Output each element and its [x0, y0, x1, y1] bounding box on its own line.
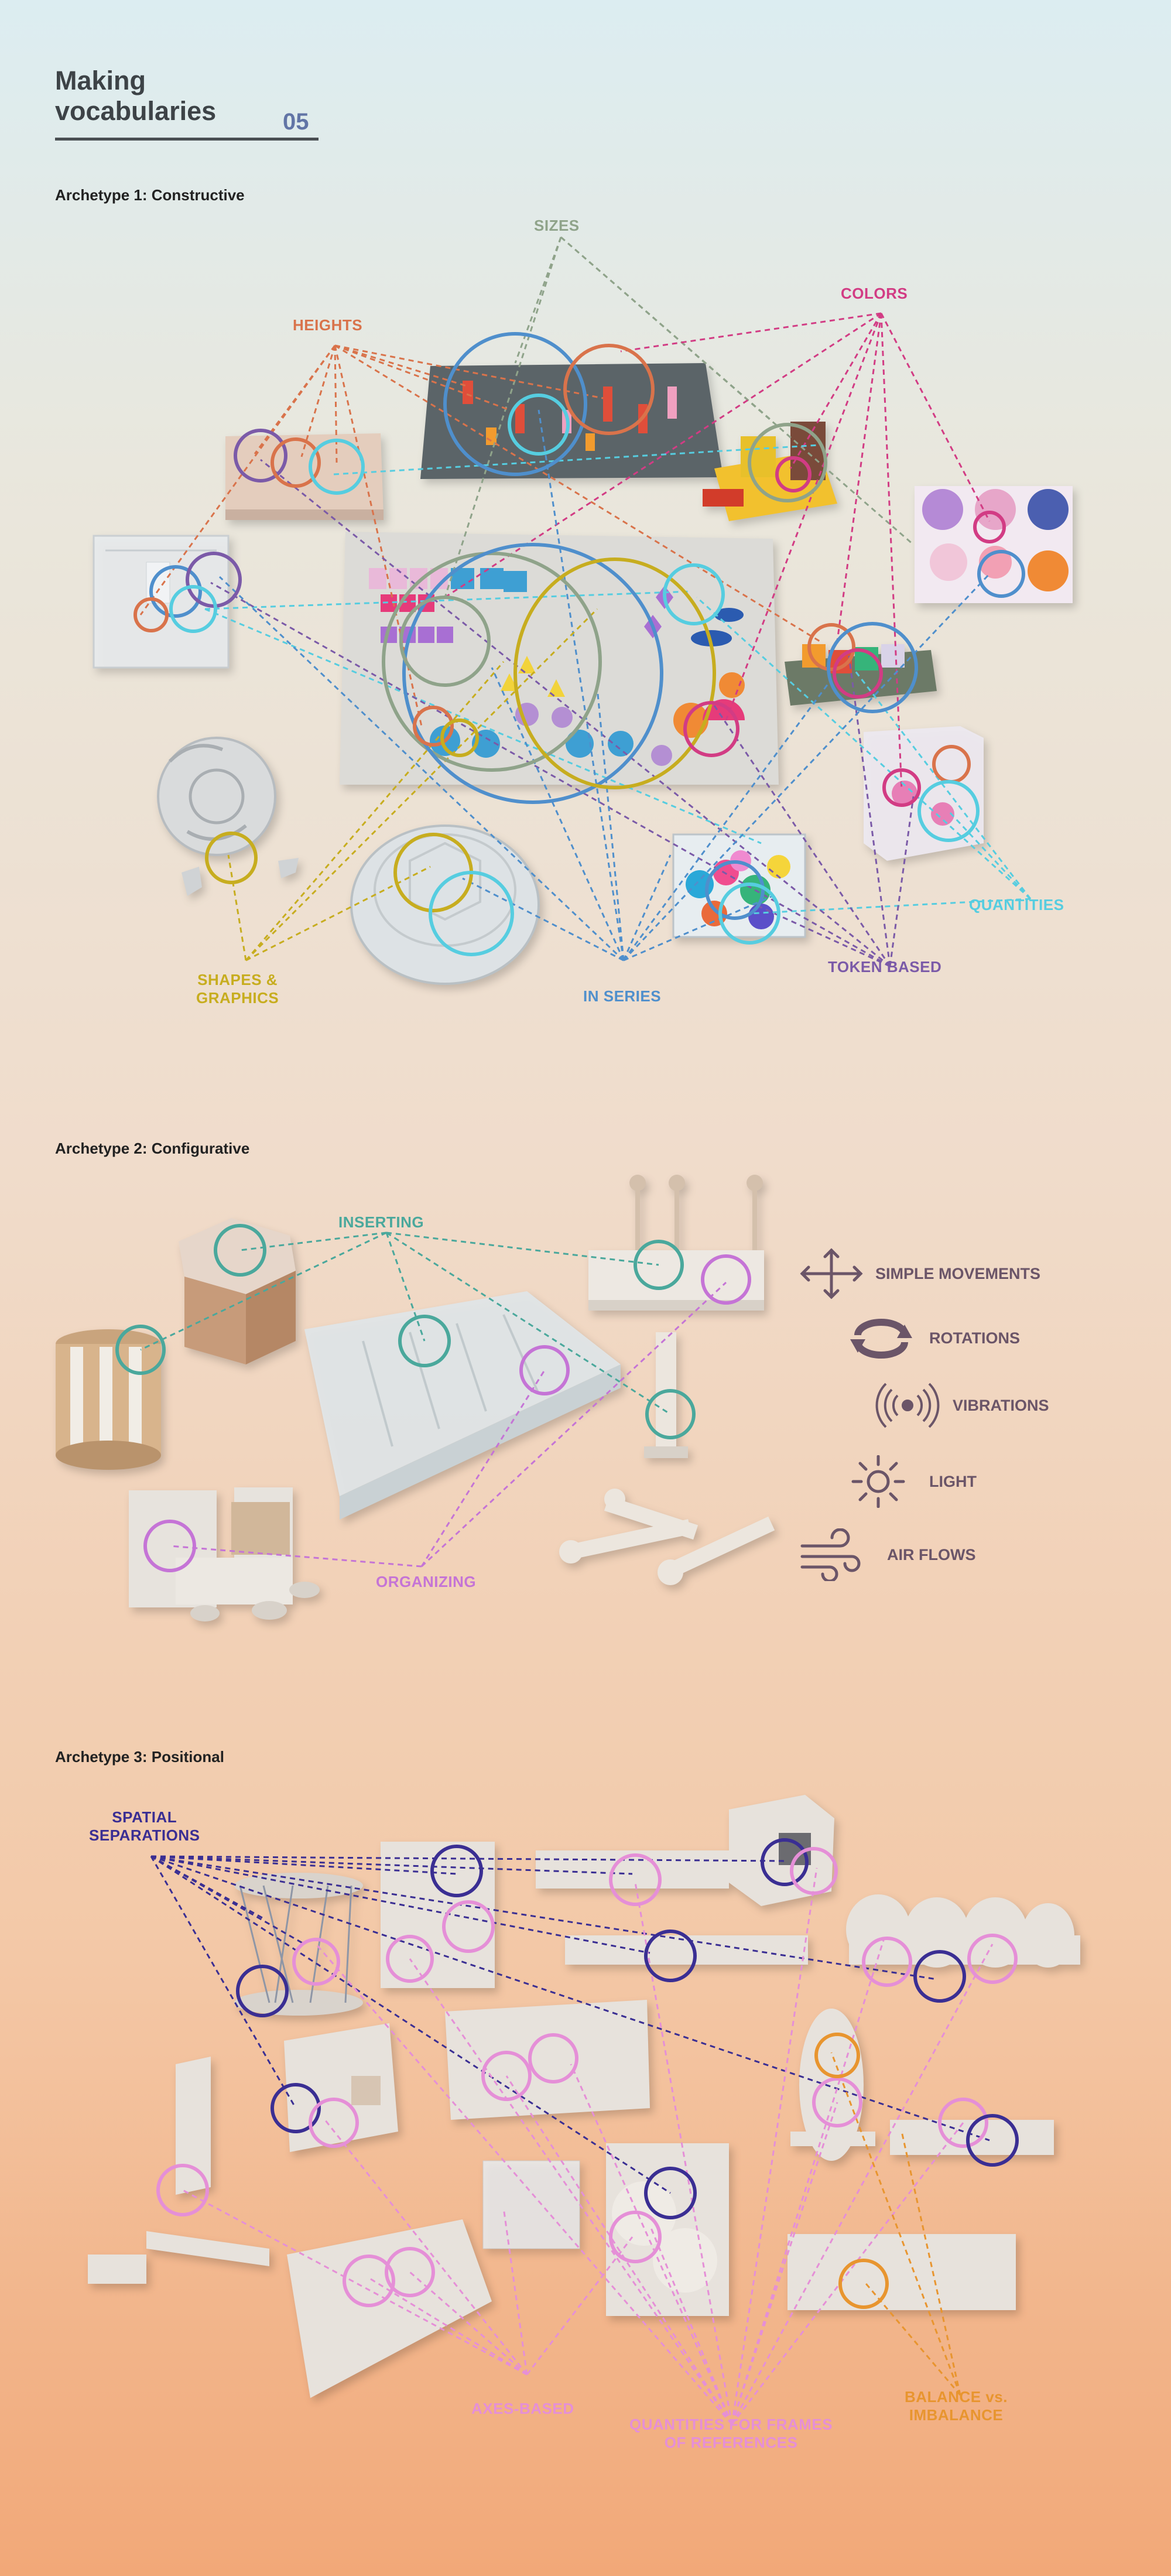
shapes-connectors — [227, 608, 598, 962]
beads-tray-photo — [915, 486, 1073, 603]
archetype-3-connectors — [150, 1855, 994, 2425]
title-line-1: Making — [55, 66, 146, 95]
plank-photo — [146, 2231, 269, 2266]
lever-arms-photo — [559, 1489, 775, 1585]
archetype-3-highlights — [156, 1838, 1019, 2309]
label-spatial-line-1: SPATIAL — [112, 1808, 177, 1826]
label-heights: HEIGHTS — [293, 316, 363, 334]
slotted-box-photo — [787, 2234, 1016, 2310]
disc-rail-photo — [565, 1935, 808, 1965]
wooden-cylinder-photo — [56, 1329, 161, 1470]
legend-rotations: ROTATIONS — [799, 1312, 1127, 1364]
label-frames-line-1: QUANTITIES FOR FRAMES — [629, 2416, 833, 2433]
wooden-tiles-photo — [225, 433, 384, 520]
archetype-2-highlights — [115, 1224, 751, 1572]
legend-light: LIGHT — [799, 1455, 1127, 1508]
page-title: Making vocabularies — [55, 66, 216, 126]
sun-icon — [851, 1455, 905, 1508]
label-balance-line-1: BALANCE vs. — [905, 2388, 1008, 2406]
label-frames-line-2: OF REFERENCES — [664, 2434, 798, 2451]
label-organizing: ORGANIZING — [376, 1573, 477, 1590]
legend-label-simple-movements: SIMPLE MOVEMENTS — [875, 1265, 1041, 1282]
label-token-based: TOKEN BASED — [828, 958, 942, 976]
vibration-icon — [875, 1383, 940, 1428]
lego-pegboard-photo — [420, 363, 723, 479]
archetype-1-highlights — [133, 332, 1025, 956]
legend-label-vibrations: VIBRATIONS — [953, 1397, 1049, 1414]
label-sizes: SIZES — [534, 217, 580, 234]
in-series-connectors — [218, 409, 991, 962]
l-shape-board-photo — [381, 1842, 495, 1988]
fan-disc-photo — [790, 2009, 875, 2161]
block-photo — [88, 2255, 146, 2284]
page-number: 05 — [283, 109, 309, 135]
quantities-connectors — [204, 444, 1032, 915]
wind-icon — [800, 1528, 861, 1581]
label-colors: COLORS — [841, 285, 908, 302]
archetype-3-objects — [88, 1795, 1080, 2398]
hexagon-box-photo — [179, 1218, 296, 1364]
label-spatial-separations: SPATIAL SEPARATIONS — [89, 1808, 200, 1845]
sizes-connectors — [444, 236, 914, 598]
archetype-3-heading: Archetype 3: Positional — [55, 1748, 224, 1766]
label-balance-line-2: IMBALANCE — [909, 2406, 1004, 2424]
acrylic-organizer-photo — [304, 1291, 621, 1520]
heights-connectors — [139, 344, 820, 727]
label-in-series: IN SERIES — [583, 987, 662, 1005]
label-axes-based: AXES-BASED — [471, 2400, 574, 2417]
wooden-box-photo — [284, 2023, 398, 2152]
legend-air-flows: AIR FLOWS — [799, 1528, 1127, 1581]
legend-label-light: LIGHT — [929, 1473, 977, 1490]
legend-label-air-flows: AIR FLOWS — [887, 1546, 976, 1564]
slide-panel-photo — [176, 2057, 211, 2195]
label-quantities: QUANTITIES — [969, 896, 1064, 914]
spatial-separations-connectors — [150, 1855, 990, 2194]
move-arrows-icon — [800, 1248, 863, 1299]
archetype-1-heading: Archetype 1: Constructive — [55, 186, 245, 204]
label-shapes-line-1: SHAPES & — [197, 971, 278, 988]
arch-row-photo — [846, 1894, 1074, 1968]
multi-slot-photo — [445, 2000, 650, 2120]
rotation-icon — [850, 1319, 912, 1359]
legend-vibrations: VIBRATIONS — [799, 1379, 1127, 1432]
title-underline — [55, 138, 319, 141]
label-balance-imbalance: BALANCE vs. IMBALANCE — [905, 2388, 1008, 2424]
label-shapes-line-2: GRAPHICS — [196, 989, 279, 1007]
organizing-connectors — [169, 1281, 727, 1568]
colors-connectors — [444, 312, 991, 791]
slant-tray-photo — [287, 2219, 492, 2398]
archetype-1-connectors — [139, 236, 1032, 967]
string-frame-photo — [234, 1873, 363, 2016]
acrylic-stack-photo — [482, 2160, 580, 2249]
lego-blocks-photo — [703, 422, 837, 521]
label-spatial-line-2: SEPARATIONS — [89, 1826, 200, 1844]
legend-label-rotations: ROTATIONS — [929, 1329, 1020, 1347]
balance-connectors — [830, 2052, 961, 2396]
tile-base-photo — [129, 1487, 320, 1621]
label-shapes-graphics: SHAPES & GRAPHICS — [196, 971, 279, 1007]
label-frames-of-reference: QUANTITIES FOR FRAMES OF REFERENCES — [629, 2416, 833, 2452]
rotary-disc-photo — [157, 737, 299, 896]
axes-based-connectors — [182, 2119, 634, 2376]
title-line-2: vocabularies — [55, 96, 217, 126]
frames-connectors — [315, 1867, 994, 2425]
archetype-2-heading: Archetype 2: Configurative — [55, 1140, 250, 1157]
legend-simple-movements: SIMPLE MOVEMENTS — [799, 1247, 1127, 1300]
label-inserting: INSERTING — [338, 1213, 424, 1231]
